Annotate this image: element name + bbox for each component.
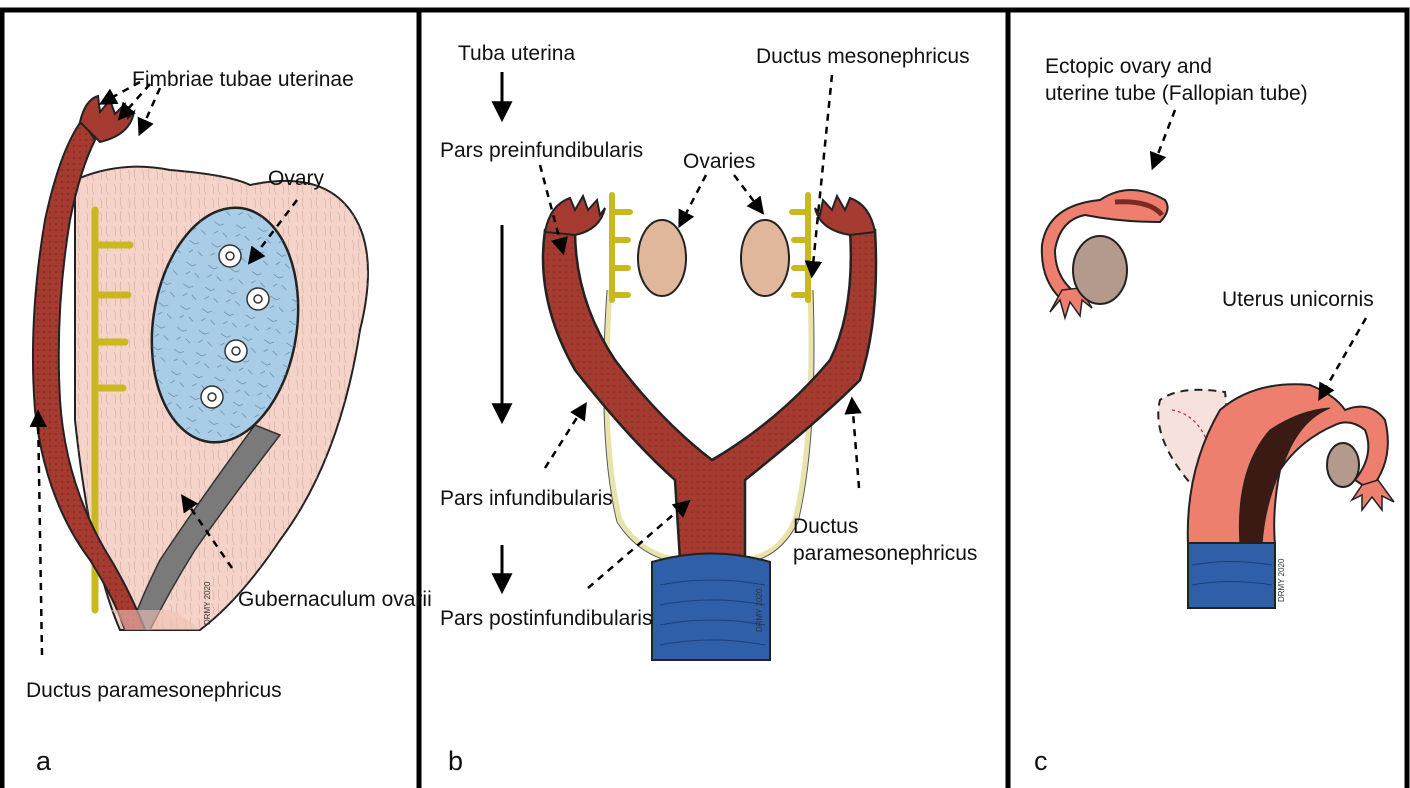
label-gubernaculum: Gubernaculum ovarii [238, 588, 432, 611]
signature-c: DRMY 2020 [1277, 558, 1286, 602]
label-ductus-paramesonephricus-b-2: paramesonephricus [793, 542, 977, 565]
panel-letter-a: a [36, 746, 52, 776]
label-uterus-unicornis: Uterus unicornis [1222, 288, 1374, 311]
sinus-urogenitalis-b [652, 554, 770, 661]
panel-b: Tuba uterina Pars preinfundibularis Ovar… [440, 42, 977, 776]
label-fimbriae-tubae: Fimbriae tubae uterinae [132, 68, 354, 91]
label-ovary: Ovary [268, 167, 325, 190]
signature-b: DRMY 2020 [755, 588, 764, 632]
label-pars-infundibularis: Pars infundibularis [440, 487, 613, 510]
arrows-c [1153, 110, 1366, 398]
panel-letter-b: b [448, 746, 463, 776]
panel-a: Fimbriae tubae uterinae Ovary Gubernacul… [26, 68, 432, 776]
label-ductus-paramesonephricus-a: Ductus paramesonephricus [26, 679, 282, 702]
vagina-c [1188, 543, 1275, 608]
signature-a: DRMY 2020 [203, 581, 212, 625]
label-ectopic-2: uterine tube (Fallopian tube) [1045, 82, 1308, 105]
panel-c: Ectopic ovary and uterine tube (Fallopia… [1034, 55, 1394, 776]
fimbriae-b-right [815, 196, 875, 235]
label-pars-preinfundibularis: Pars preinfundibularis [440, 139, 643, 162]
label-ovaries: Ovaries [683, 150, 755, 173]
label-ductus-mesonephricus: Ductus mesonephricus [756, 45, 970, 68]
label-ectopic-1: Ectopic ovary and [1045, 55, 1212, 78]
ovary-b-right [741, 220, 789, 296]
uterus-fimbriae [1352, 480, 1394, 510]
label-ductus-paramesonephricus-b-1: Ductus [793, 515, 858, 538]
panel-letter-c: c [1034, 746, 1048, 776]
ovary-b-left [638, 220, 686, 296]
label-tuba-uterina: Tuba uterina [458, 42, 575, 65]
uterus-ovary [1327, 443, 1359, 487]
label-pars-postinfundibularis: Pars postinfundibularis [440, 607, 652, 630]
ectopic-ovary [1073, 236, 1127, 304]
